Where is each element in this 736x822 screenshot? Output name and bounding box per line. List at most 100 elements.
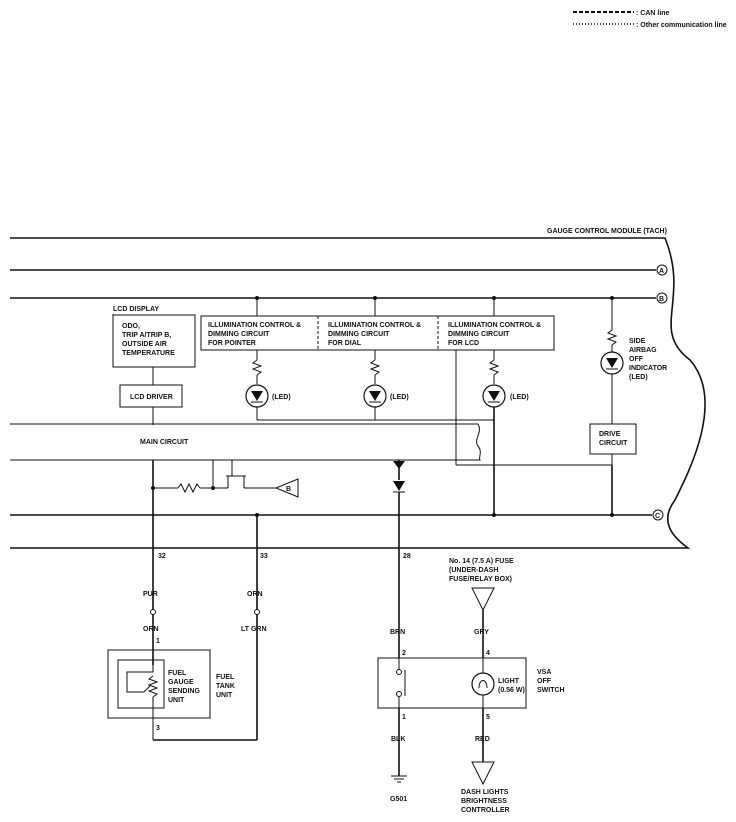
fuel-gauge-circuit: B 32 33 PUR ORN 1 ORN LT GRN FUEL GAUGE … — [107, 459, 299, 741]
connector-a-label: A — [659, 268, 664, 275]
illum-lcd-line-2: DIMMING CIRCUIT — [448, 331, 510, 338]
illum-lcd-line-1: ILLUMINATION CONTROL & — [448, 322, 541, 329]
lcd-line-3: OUTSIDE AIR — [122, 341, 167, 348]
led-label: (LED) — [390, 394, 409, 401]
vsa-line-1: VSA — [537, 669, 551, 676]
fuse-arrow-icon — [471, 587, 495, 612]
fuel-gauge-sending-box — [117, 659, 165, 709]
connector-a — [656, 264, 668, 276]
side-airbag-indicator: SIDE AIRBAG OFF INDICATOR (LED) DRIVE CI… — [589, 298, 667, 517]
light-line-1: LIGHT — [498, 678, 520, 685]
vsa-switch-box — [377, 657, 527, 709]
lcd-line-2: TRIP A/TRIP B, — [122, 332, 171, 339]
vsa-off-switch-circuit: 28 BRN No. 14 (7.5 A) FUSE (UNDER-DASH F… — [377, 460, 565, 814]
fuse-line-3: FUSE/RELAY BOX) — [449, 576, 512, 583]
bus-lines: A B C — [10, 264, 668, 521]
connector-b — [656, 292, 668, 304]
resistor-icon — [251, 359, 263, 376]
lcd-display-box — [112, 314, 196, 368]
dash-controller-arrow-icon — [471, 761, 495, 786]
lcd-display-section: LCD DISPLAY ODO, TRIP A/TRIP B, OUTSIDE … — [112, 306, 196, 425]
led-dial: (LED) — [363, 350, 409, 420]
dash-line-1: DASH LIGHTS — [461, 789, 509, 796]
vsa-line-3: SWITCH — [537, 687, 565, 694]
airbag-line-3: OFF — [629, 356, 644, 363]
vsa-line-2: OFF — [537, 678, 552, 685]
pin-28: 28 — [403, 553, 411, 560]
lcd-display-title: LCD DISPLAY — [113, 306, 159, 313]
pin-33: 33 — [260, 553, 268, 560]
wire-blk: BLK — [391, 736, 405, 743]
drive-circuit-line-1: DRIVE — [599, 431, 621, 438]
gauge-line-1: FUEL — [168, 670, 187, 677]
fuse-line-1: No. 14 (7.5 A) FUSE — [449, 558, 514, 565]
wire-orn-2: ORN — [247, 591, 263, 598]
illumination-box — [200, 315, 555, 351]
wire-gry: GRY — [474, 629, 489, 636]
vsa-pin-4: 4 — [486, 650, 490, 657]
airbag-line-2: AIRBAG — [629, 347, 657, 354]
resistor-icon — [488, 359, 500, 376]
main-circuit-band — [10, 423, 482, 461]
ground-label: G501 — [390, 796, 407, 803]
tank-line-1: FUEL — [216, 674, 235, 681]
illum-dial-line-1: ILLUMINATION CONTROL & — [328, 322, 421, 329]
legend-other-label: : Other communication line — [636, 22, 727, 29]
vsa-pin-1: 1 — [402, 714, 406, 721]
airbag-line-4: INDICATOR — [629, 365, 667, 372]
illumination-blocks: ILLUMINATION CONTROL & DIMMING CIRCUIT F… — [200, 296, 614, 351]
airbag-line-1: SIDE — [629, 338, 646, 345]
wire-red: RED — [475, 736, 490, 743]
gauge-line-2: GAUGE — [168, 679, 194, 686]
pin-32: 32 — [158, 553, 166, 560]
fuel-pin-3: 3 — [156, 725, 160, 732]
illum-pointer-line-2: DIMMING CIRCUIT — [208, 331, 270, 338]
illum-dial-line-2: DIMMING CIRCUIT — [328, 331, 390, 338]
module-title: GAUGE CONTROL MODULE (TACH) — [547, 228, 667, 235]
fuel-pin-1: 1 — [156, 638, 160, 645]
led-pointer: (LED) — [245, 350, 291, 420]
resistor-icon — [606, 329, 618, 346]
vsa-pin-2: 2 — [402, 650, 406, 657]
variable-resistor-icon — [147, 675, 159, 698]
connector-c — [652, 509, 664, 521]
gauge-control-module: GAUGE CONTROL MODULE (TACH) — [10, 228, 706, 549]
connector-b-ref-label: B — [286, 486, 291, 493]
fuse-line-2: (UNDER-DASH — [449, 567, 498, 574]
led-lcd: (LED) — [257, 350, 612, 517]
illum-pointer-line-3: FOR POINTER — [208, 340, 256, 347]
connector-c-label: C — [655, 513, 660, 520]
legend: : CAN line : Other communication line — [573, 10, 727, 29]
module-outline — [10, 237, 706, 549]
wire-lt-grn: LT GRN — [241, 626, 267, 633]
drive-circuit-line-2: CIRCUIT — [599, 440, 628, 447]
main-circuit: MAIN CIRCUIT — [10, 423, 482, 461]
light-line-2: (0.56 W) — [498, 687, 525, 694]
lcd-driver-label: LCD DRIVER — [130, 394, 173, 401]
drive-circuit-box — [589, 423, 637, 455]
vsa-pin-5: 5 — [486, 714, 490, 721]
led-label: (LED) — [510, 394, 529, 401]
tank-line-2: TANK — [216, 683, 235, 690]
wire-brn: BRN — [390, 629, 405, 636]
legend-can-label: : CAN line — [636, 10, 670, 17]
connector-b-label: B — [659, 296, 664, 303]
main-circuit-label: MAIN CIRCUIT — [140, 439, 189, 446]
light-bulb-icon — [471, 672, 495, 696]
dash-line-3: CONTROLLER — [461, 807, 510, 814]
illum-dial-line-3: FOR DIAL — [328, 340, 362, 347]
diode-icon — [393, 481, 405, 491]
fuel-tank-unit-box — [107, 649, 211, 719]
led-label: (LED) — [272, 394, 291, 401]
tank-line-3: UNIT — [216, 692, 233, 699]
airbag-line-5: (LED) — [629, 374, 648, 381]
illum-pointer-line-1: ILLUMINATION CONTROL & — [208, 322, 301, 329]
illum-lcd-line-3: FOR LCD — [448, 340, 479, 347]
lcd-line-1: ODO, — [122, 323, 140, 330]
switch-contact-icon — [396, 669, 402, 675]
gauge-line-4: UNIT — [168, 697, 185, 704]
dash-line-2: BRIGHTNESS — [461, 798, 507, 805]
gauge-line-3: SENDING — [168, 688, 200, 695]
resistor-icon — [177, 482, 201, 494]
